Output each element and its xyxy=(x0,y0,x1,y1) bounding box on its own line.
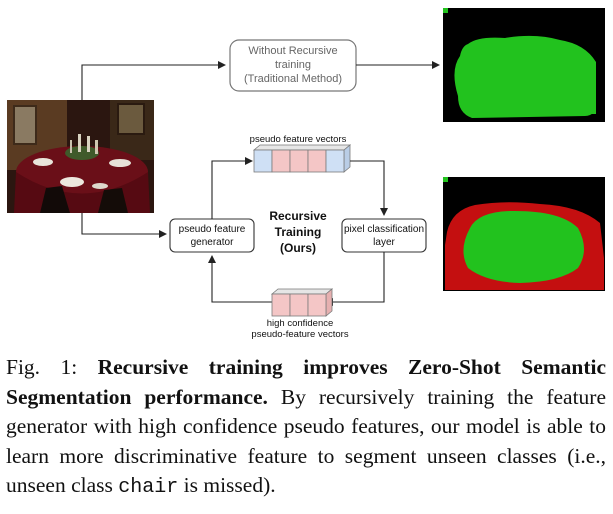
center-line-1: Recursive xyxy=(269,209,327,223)
generator-line-1: pseudo feature xyxy=(179,224,246,235)
caption-text-2: is missed). xyxy=(178,473,276,497)
traditional-box-line-1: Without Recursive xyxy=(248,45,337,57)
classifier-line-1: pixel classification xyxy=(344,224,424,235)
generator-line-2: generator xyxy=(191,237,234,248)
recursive-loop-arrows xyxy=(208,157,388,306)
center-line-2: Training xyxy=(275,225,322,239)
caption-mono: chair xyxy=(118,476,179,499)
caption-bold: Recursive training improves Zero-Shot Se… xyxy=(6,355,606,409)
high-confidence-vectors xyxy=(270,288,334,317)
classifier-line-2: layer xyxy=(373,237,395,248)
traditional-box-line-2: training xyxy=(275,59,311,71)
pseudo-feature-vectors-label: pseudo feature vectors xyxy=(250,134,347,145)
traditional-box-line-3: (Traditional Method) xyxy=(244,73,342,85)
caption-text-1: By recursively training the feature gene… xyxy=(6,384,606,498)
input-to-generator-arrow xyxy=(81,213,167,238)
pseudo-feature-generator-box: pseudo feature generator xyxy=(169,218,255,253)
high-confidence-label-line-2: pseudo-feature vectors xyxy=(251,329,348,340)
recursive-training-label: Recursive Training (Ours) xyxy=(269,209,327,255)
pseudo-feature-vectors xyxy=(252,144,352,173)
figure-diagram: Without Recursive training (Traditional … xyxy=(7,8,605,340)
center-line-3: (Ours) xyxy=(280,241,316,255)
segmentation-ours xyxy=(443,177,605,291)
input-photo xyxy=(7,100,154,213)
high-confidence-label-line-1: high confidence xyxy=(267,318,334,329)
caption-prefix: Fig. 1: xyxy=(6,355,98,379)
traditional-method-box: Without Recursive training (Traditional … xyxy=(229,39,357,92)
top-path-arrows xyxy=(81,61,440,100)
pixel-classification-layer-box: pixel classification layer xyxy=(341,218,427,253)
segmentation-traditional xyxy=(443,8,605,122)
figure-caption: Fig. 1: Recursive training improves Zero… xyxy=(6,353,606,503)
